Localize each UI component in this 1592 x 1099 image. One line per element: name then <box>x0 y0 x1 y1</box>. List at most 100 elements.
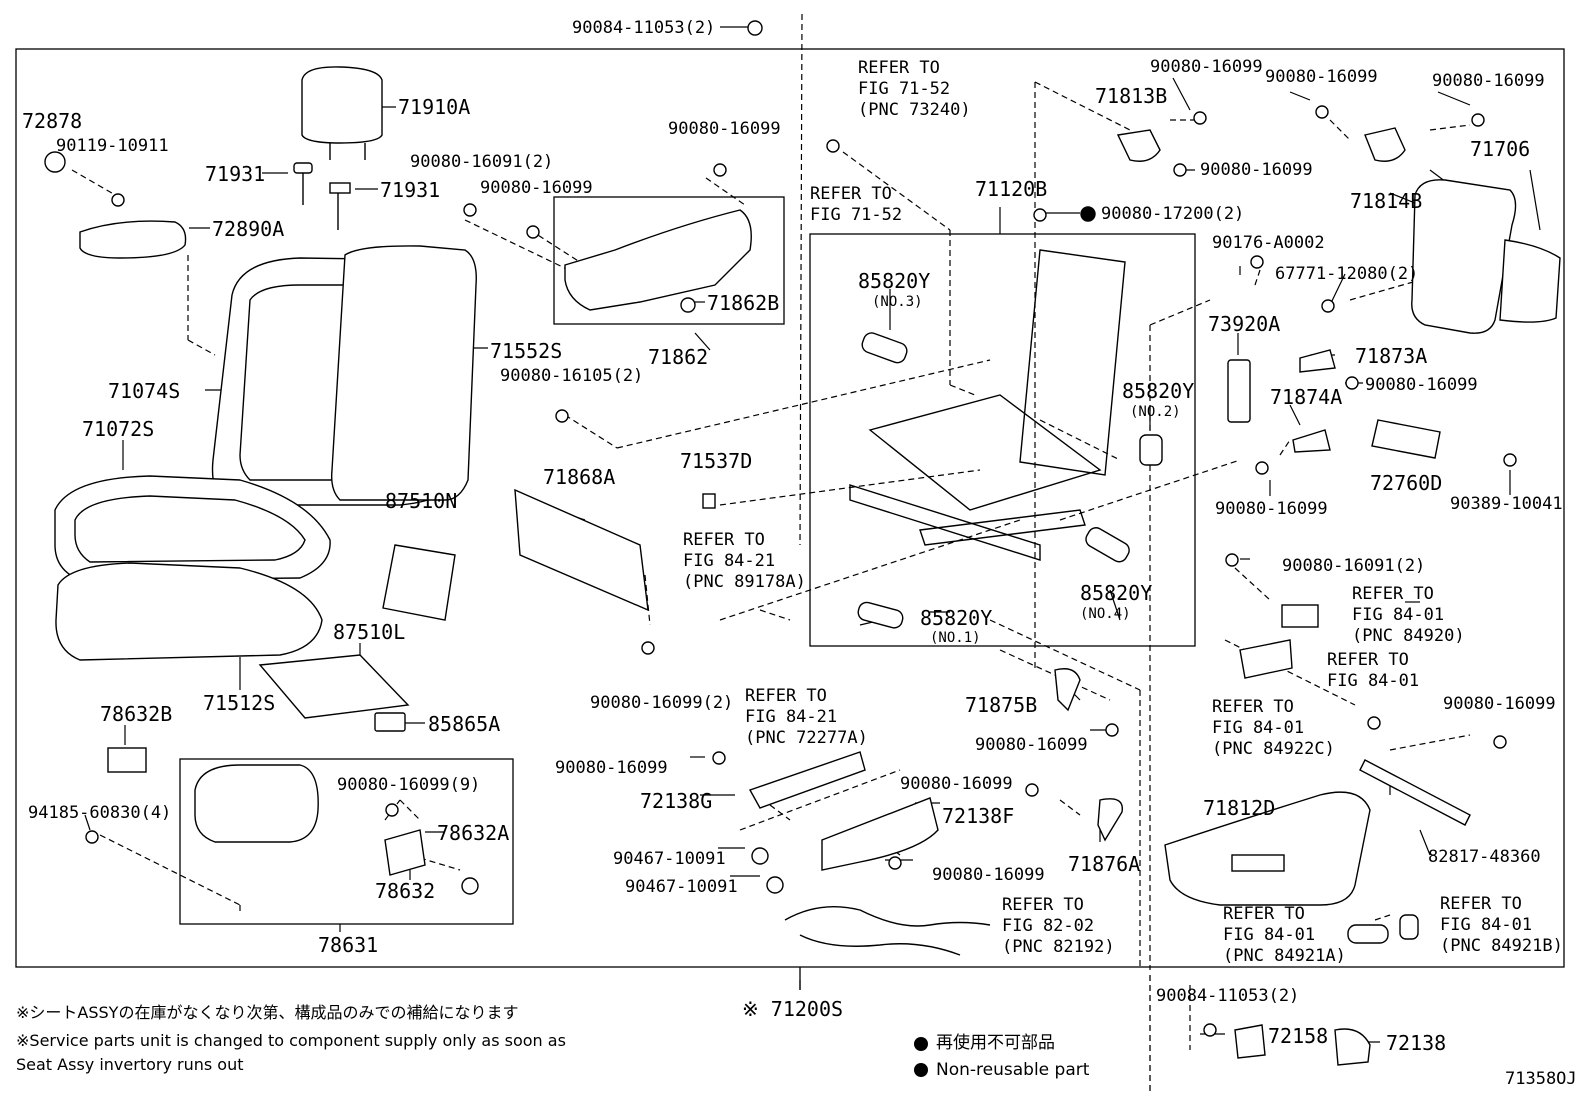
switch-panel <box>1231 854 1285 872</box>
adjuster-cover-box <box>553 196 785 325</box>
label-71812D: 71812D <box>1203 796 1276 820</box>
label-71868A: 71868A <box>543 465 616 489</box>
label-71931-b: 71931 <box>380 178 441 202</box>
bracket-84922C <box>1239 639 1293 679</box>
label-67771: 67771-12080(2) <box>1275 264 1419 284</box>
label-71120B: 71120B <box>975 177 1048 201</box>
armrest-78631-shape <box>194 764 319 843</box>
hook-71876A <box>1097 798 1124 842</box>
label-85820Y-no3: 85820Y <box>858 269 931 293</box>
note-en-1: ※Service parts unit is changed to compon… <box>16 1031 566 1050</box>
label-90080-16105: 90080-16105(2) <box>500 366 644 386</box>
label-90080-16099-m: 90080-16099 <box>1215 499 1328 519</box>
label-72760D: 72760D <box>1370 471 1443 495</box>
knob-84921A <box>1347 924 1389 944</box>
label-90084-top: 90084-11053(2) <box>572 18 716 38</box>
connector-85865A <box>374 712 406 732</box>
label-71537D: 71537D <box>680 449 753 473</box>
label-71552S: 71552S <box>490 339 563 363</box>
label-87510N: 87510N <box>385 489 458 513</box>
label-90389: 90389-10041 <box>1450 494 1563 514</box>
label-90080-16099-a: 90080-16099 <box>480 178 593 198</box>
label-72138: 72138 <box>1386 1031 1447 1055</box>
label-85820Y-no1: 85820Y <box>920 606 993 630</box>
refer-fig-84-01-84921A[interactable]: REFER TO FIG 84-01 (PNC 84921A) <box>1223 904 1346 966</box>
label-78632B: 78632B <box>100 702 173 726</box>
seat-rail-right <box>919 509 1086 546</box>
label-78631: 78631 <box>318 933 379 957</box>
seat-rail-left <box>849 484 1041 561</box>
label-78632A: 78632A <box>437 821 510 845</box>
cover-72158 <box>1234 1024 1266 1059</box>
ecu-72760D <box>1371 419 1441 459</box>
label-90080-16099-k: 90080-16099 <box>1365 375 1478 395</box>
refer-fig-84-21-89178A[interactable]: REFER TO FIG 84-21 (PNC 89178A) <box>683 530 806 592</box>
label-85820Y-no4-num: (NO.4) <box>1080 606 1131 622</box>
asterisk-part-71200S: ※ 71200S <box>742 997 844 1021</box>
label-90080-16091-2b: 90080-16091(2) <box>1282 556 1426 576</box>
label-90467-a: 90467-10091 <box>613 849 726 869</box>
switch-84920 <box>1281 604 1319 628</box>
bracket-71813B <box>1116 129 1161 162</box>
bracket-71814B <box>1364 127 1406 162</box>
label-71875B: 71875B <box>965 693 1038 717</box>
label-90080-16099-i: 90080-16099 <box>1265 67 1378 87</box>
label-78632: 78632 <box>375 879 436 903</box>
headrest-shape <box>301 66 383 144</box>
cap-78632A <box>461 877 479 895</box>
label-71074S: 71074S <box>108 379 181 403</box>
hook-71875B <box>1054 668 1081 712</box>
label-90080-16099-d: 90080-16099 <box>900 774 1013 794</box>
label-71862: 71862 <box>648 345 709 369</box>
rail-cover-72138F <box>821 797 939 871</box>
refer-fig-84-01-84922C[interactable]: REFER TO FIG 84-01 (PNC 84922C) <box>1212 697 1335 759</box>
part-shapes <box>44 20 1561 1066</box>
refer-fig-71-52[interactable]: REFER TO FIG 71-52 <box>810 184 903 225</box>
frame-box <box>809 233 1196 647</box>
figure-code: 71358OJ <box>1505 1069 1577 1089</box>
panel-71868A <box>514 488 649 612</box>
label-71910A: 71910A <box>398 95 471 119</box>
label-72138F: 72138F <box>942 804 1015 828</box>
clip-71537D <box>702 493 716 509</box>
label-72878: 72878 <box>22 109 83 133</box>
refer-fig-84-01-84920[interactable]: REFER TO FIG 84-01 (PNC 84920) <box>1352 584 1465 646</box>
label-90080-9: 90080-16099(9) <box>337 775 481 795</box>
label-85820Y-no2: 85820Y <box>1122 379 1195 403</box>
seat-frame-back <box>1019 249 1126 476</box>
label-90467-b: 90467-10091 <box>625 877 738 897</box>
label-71874A: 71874A <box>1270 385 1343 409</box>
label-90084-bottom: 90084-11053(2) <box>1156 986 1300 1006</box>
refer-fig-84-21-72277A[interactable]: REFER TO FIG 84-21 (PNC 72277A) <box>745 686 868 748</box>
label-85820Y-no3-num: (NO.3) <box>872 294 923 310</box>
seat-cushion-pad-shape <box>55 562 323 661</box>
label-90080-16099-j: 90080-16099 <box>1432 71 1545 91</box>
motor-no4 <box>1085 527 1130 563</box>
legend-en: Non-reusable part <box>936 1060 1090 1080</box>
label-85820Y-no2-num: (NO.2) <box>1130 404 1181 420</box>
heater-back-shape <box>382 544 456 621</box>
label-87510L: 87510L <box>333 620 406 644</box>
legend-bullet-jp <box>914 1037 928 1051</box>
label-90080-16091-2: 90080-16091(2) <box>410 152 554 172</box>
refer-fig-84-01[interactable]: REFER TO FIG 84-01 <box>1327 650 1420 691</box>
motor-no3 <box>861 332 908 364</box>
label-90119: 90119-10911 <box>56 136 169 156</box>
refer-fig-84-01-84921B[interactable]: REFER TO FIG 84-01 (PNC 84921B) <box>1440 894 1563 956</box>
label-90080-16099-n: 90080-16099 <box>1443 694 1556 714</box>
label-90080-16099-2: 90080-16099(2) <box>590 693 734 713</box>
label-90080-16099-g: 90080-16099 <box>1150 57 1263 77</box>
side-cover-71812D <box>1164 791 1371 906</box>
label-72138G: 72138G <box>640 789 713 813</box>
legend-bullet-en <box>914 1063 928 1077</box>
label-85820Y-no4: 85820Y <box>1080 581 1153 605</box>
label-71931-a: 71931 <box>205 162 266 186</box>
label-71072S: 71072S <box>82 417 155 441</box>
refer-fig-82-02[interactable]: REFER TO FIG 82-02 (PNC 82192) <box>1002 895 1115 957</box>
refer-fig-71-52-73240[interactable]: REFER TO FIG 71-52 (PNC 73240) <box>858 58 971 120</box>
adjuster-cover-shape <box>564 209 752 311</box>
main-frame <box>15 48 1565 968</box>
label-71512S: 71512S <box>203 691 276 715</box>
